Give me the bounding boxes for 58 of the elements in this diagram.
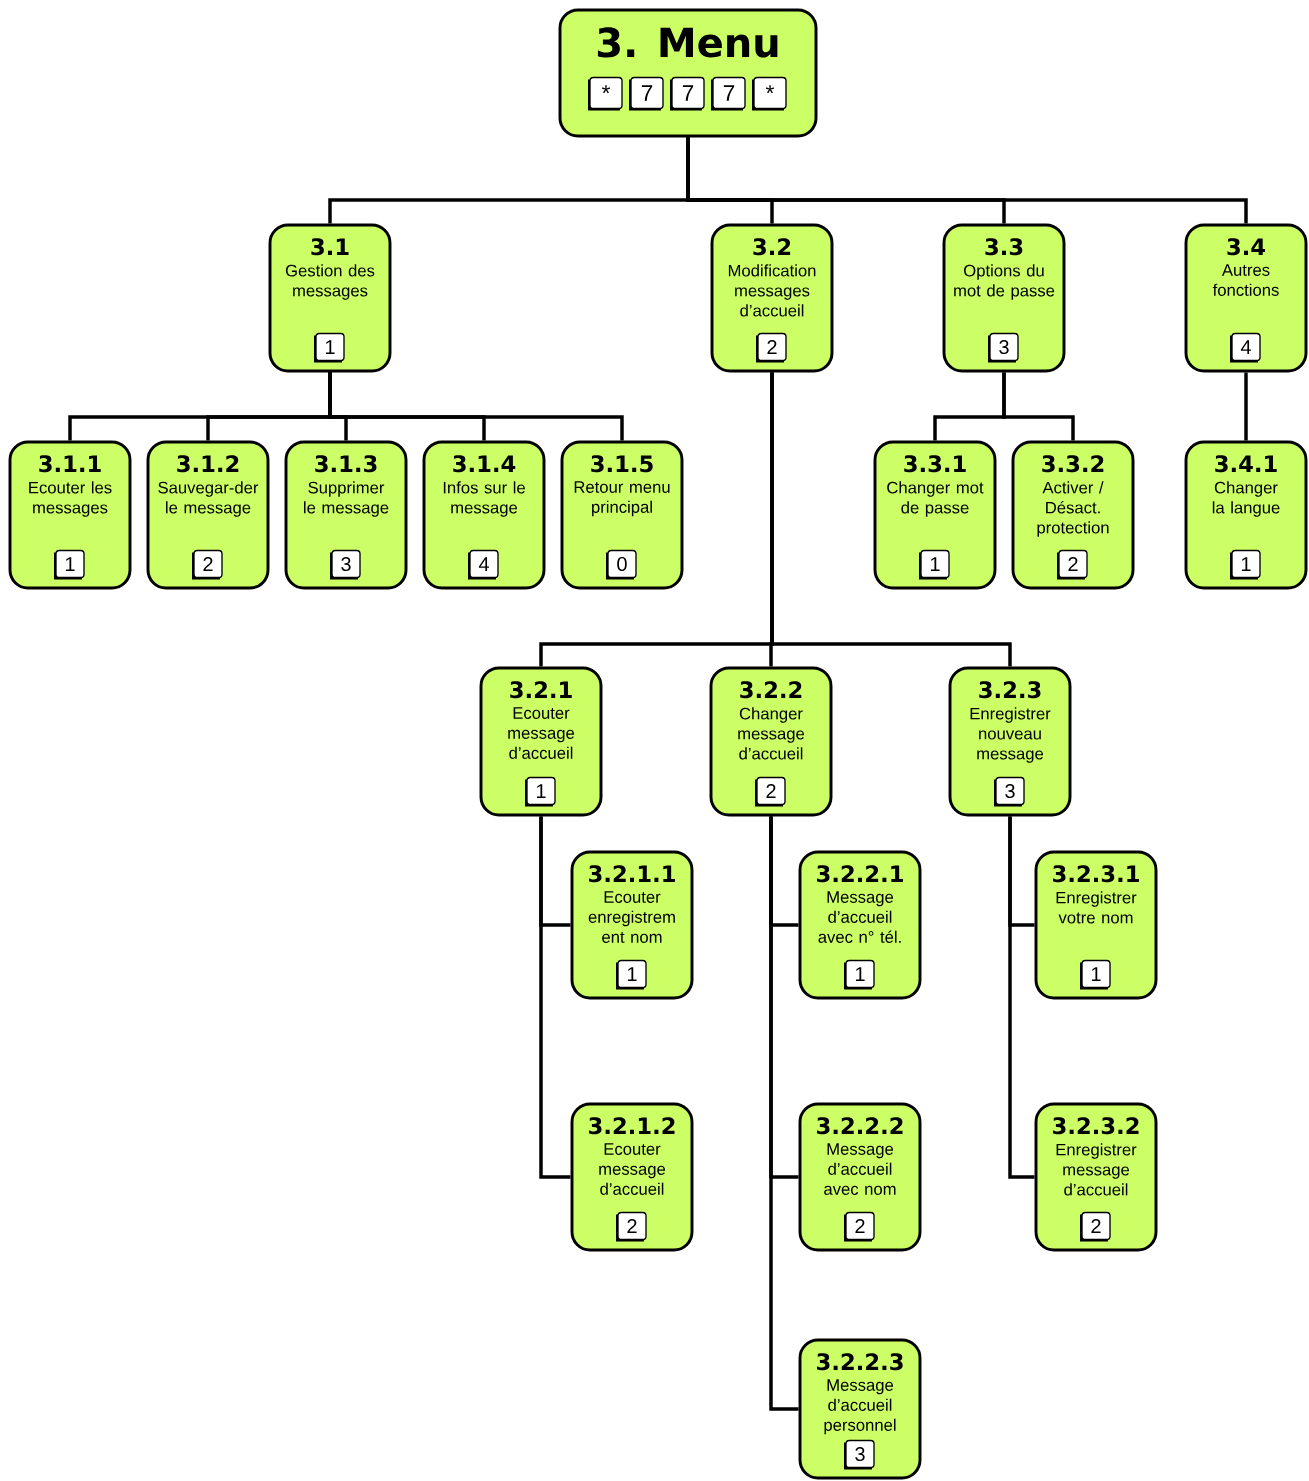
keypad-key: 1 [1080,959,1111,990]
keypad-key: 1 [844,959,875,990]
menu-item-box: 3.4 Autres fonctions 4 [1184,223,1308,373]
keypad-key: * [588,76,623,111]
menu-item-box: 3.1.2 Sauvegar-der le message 2 [146,440,270,590]
keypad-key: 1 [1230,549,1261,580]
menu-item-box: 3.2.3 Enregistrer nouveau message 3 [948,666,1072,817]
keypad-key: 7 [711,76,746,111]
connector-line [1002,372,1075,441]
menu-item-box: 3.3.1 Changer mot de passe 1 [873,440,997,590]
menu-item-box: 3.2.2.3 Message d’accueil personnel 3 [798,1338,922,1480]
menu-item-box: 3.2 Modification messages d’accueil 2 [710,223,834,373]
keypad-key: 1 [919,549,950,580]
menu-item-box: 3.2.2.1 Message d’accueil avec n° tél. 1 [798,850,922,1000]
menu-item-box: 3.1.4 Infos sur le message 4 [422,440,546,590]
keypad-key: 3 [994,776,1025,807]
keypad-key: 2 [192,549,223,580]
keypad-key: 2 [1080,1211,1111,1242]
keypad-key: 4 [468,549,499,580]
keypad-key: 1 [616,959,647,990]
keypad-key: 3 [988,332,1019,363]
menu-item-box: 3.4.1 Changer la langue 1 [1184,440,1308,590]
menu-item-box: 3.2.3.2 Enregistrer message d’accueil 2 [1034,1102,1158,1252]
keypad-key: 4 [1230,332,1261,363]
keypad-key: 2 [844,1211,875,1242]
menu-item-box: 3.2.1 Ecouter message d’accueil 1 [479,666,603,817]
keypad-key: 3 [844,1439,875,1470]
keypad-key: * [752,76,787,111]
keypad-key: 7 [670,76,705,111]
keypad-key: 1 [314,332,345,363]
menu-item-box: 3.1 Gestion des messages 1 [268,223,392,373]
keypad-key: 1 [525,776,556,807]
menu-item-box: 3.2.2 Changer message d’accueil 2 [709,666,833,817]
menu-item-box: 3.3 Options du mot de passe 3 [942,223,1066,373]
menu-item-box: 3.2.1.1 Ecouter enregistrem ent nom 1 [570,850,694,1000]
menu-item-box: 3.2.2.2 Message d’accueil avec nom 2 [798,1102,922,1252]
keypad-key: 2 [756,332,787,363]
connector-line [769,816,799,1411]
keypad-key: 0 [606,549,637,580]
menu-item-box: 3.3.2 Activer / Désact. protection 2 [1011,440,1135,590]
connector-line [770,372,1012,667]
connector-line [1008,816,1035,1179]
keypad-key: 3 [330,549,361,580]
menu-box: 3. Menu * 7 7 7 * [558,8,818,138]
menu-item-box: 3.1.1 Ecouter les messages 1 [8,440,132,590]
keypad-key: 1 [54,549,85,580]
menu-item-box: 3.2.3.1 Enregistrer votre nom 1 [1034,850,1158,1000]
keypad-key: 7 [629,76,664,111]
connector-line [1244,372,1248,441]
menu-item-box: 3.1.5 Retour menu principal 0 [560,440,684,590]
keypad-key: 2 [755,776,786,807]
menu-item-box: 3.2.1.2 Ecouter message d’accueil 2 [570,1102,694,1252]
keypad-key: 2 [1057,549,1088,580]
connector-line [539,816,571,1179]
menu-item-box: 3.1.3 Supprimer le message 3 [284,440,408,590]
connector-line [686,137,1248,224]
keypad-key: 2 [616,1211,647,1242]
connector-line [328,372,624,441]
